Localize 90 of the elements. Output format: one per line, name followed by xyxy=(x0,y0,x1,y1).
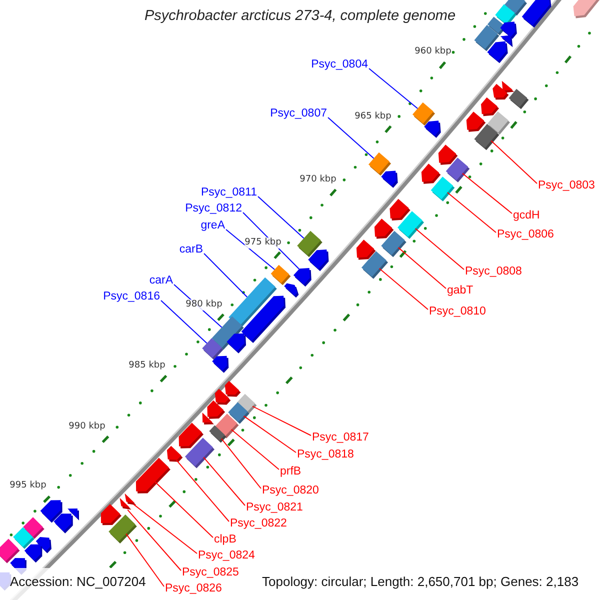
gene-label: carA xyxy=(149,274,173,288)
gene-label: Psyc_0822 xyxy=(230,518,287,530)
gene-block xyxy=(207,400,226,419)
leader-line xyxy=(328,117,374,159)
gene-label: Psyc_0811 xyxy=(200,186,257,200)
genome-summary: Topology: circular; Length: 2,650,701 bp; Genes: 2,183 xyxy=(262,574,579,589)
scale-label: 965 kbp xyxy=(354,112,392,122)
scale-label: 985 kbp xyxy=(128,360,166,372)
gene-label: Psyc_0825 xyxy=(182,566,239,580)
leader-line xyxy=(203,456,246,506)
gene-block xyxy=(226,333,246,354)
gene-block xyxy=(124,493,136,506)
gene-block xyxy=(424,120,441,138)
gene-block xyxy=(166,446,183,462)
gene-label: Psyc_0804 xyxy=(311,58,368,72)
gene-block xyxy=(573,0,600,18)
gene-label: Psyc_0820 xyxy=(262,484,319,498)
gene-block xyxy=(466,112,486,132)
gene-block xyxy=(100,504,122,526)
gene-block xyxy=(381,170,398,188)
gene-label: prfB xyxy=(280,466,302,478)
scale-label: 970 kbp xyxy=(300,174,336,186)
gene-block xyxy=(522,0,552,28)
gene-label: Psyc_0812 xyxy=(185,202,242,216)
gene-label: Psyc_0806 xyxy=(497,228,554,242)
gene-label: gcdH xyxy=(513,210,540,222)
gene-block xyxy=(202,412,214,425)
gene-block xyxy=(293,268,312,287)
gene-box xyxy=(202,338,224,360)
gene-block xyxy=(356,240,376,260)
gene-block xyxy=(178,422,204,448)
gene-label: Psyc_0807 xyxy=(270,108,327,120)
leader-line xyxy=(127,509,182,571)
gene-label: Psyc_0816 xyxy=(103,290,160,304)
gene-block xyxy=(421,164,441,184)
leader-line xyxy=(160,300,208,344)
leader-line xyxy=(398,247,446,289)
gene-label: Psyc_0824 xyxy=(198,550,255,562)
gene-block xyxy=(374,218,394,239)
leader-line xyxy=(462,172,512,214)
gene-block xyxy=(120,498,132,510)
gene-block xyxy=(308,250,329,272)
gene-block xyxy=(487,41,508,64)
scale-label: 975 kbp xyxy=(244,238,282,248)
leader-line xyxy=(220,438,262,489)
gene-label: carB xyxy=(179,244,203,256)
gene-block xyxy=(438,144,458,165)
gene-label: Psyc_0826 xyxy=(165,582,222,596)
scale-label: 960 kbp xyxy=(414,46,452,58)
gene-label: Psyc_0808 xyxy=(465,266,522,278)
gene-box xyxy=(368,152,392,176)
gene-block xyxy=(24,544,42,563)
scale-label: 995 kbp xyxy=(10,480,46,492)
gene-label: Psyc_0817 xyxy=(312,432,369,444)
leader-line xyxy=(133,504,198,554)
scale-label: 990 kbp xyxy=(68,422,106,432)
gene-block xyxy=(241,296,286,344)
gene-label: Psyc_0803 xyxy=(538,180,595,192)
leader-line xyxy=(368,68,418,110)
leader-line xyxy=(126,533,164,587)
accession-text: Accession: NC_007204 xyxy=(10,574,146,589)
gene-block xyxy=(390,198,410,221)
leader-line xyxy=(226,229,276,270)
gene-block xyxy=(54,514,73,534)
gene-label: Psyc_0810 xyxy=(429,306,486,318)
gene-label: clpB xyxy=(214,534,236,546)
gene-box xyxy=(488,111,510,135)
leader-line xyxy=(243,416,296,453)
gene-label: Psyc_0818 xyxy=(297,448,354,462)
title: Psychrobacter arcticus 273-4, complete genome xyxy=(143,8,457,24)
gene-box xyxy=(209,425,226,443)
leader-line xyxy=(378,268,428,310)
leader-line xyxy=(204,253,248,298)
gene-block xyxy=(481,97,499,116)
gene-block xyxy=(136,458,170,494)
gene-label: Psyc_0821 xyxy=(246,502,303,514)
leader-line xyxy=(154,481,214,538)
gene-label: gabT xyxy=(447,284,474,298)
gene-block xyxy=(224,380,241,397)
gene-label: greA xyxy=(200,220,225,232)
gene-box xyxy=(270,264,291,286)
leader-line xyxy=(446,192,496,233)
gene-block xyxy=(284,283,299,298)
gene-block xyxy=(212,356,229,373)
scale-label: 980 kbp xyxy=(186,300,222,310)
leader-line xyxy=(252,406,312,436)
gene-box xyxy=(508,88,529,110)
leader-line xyxy=(230,429,280,470)
leader-line xyxy=(176,460,230,522)
gene-block xyxy=(214,388,231,405)
